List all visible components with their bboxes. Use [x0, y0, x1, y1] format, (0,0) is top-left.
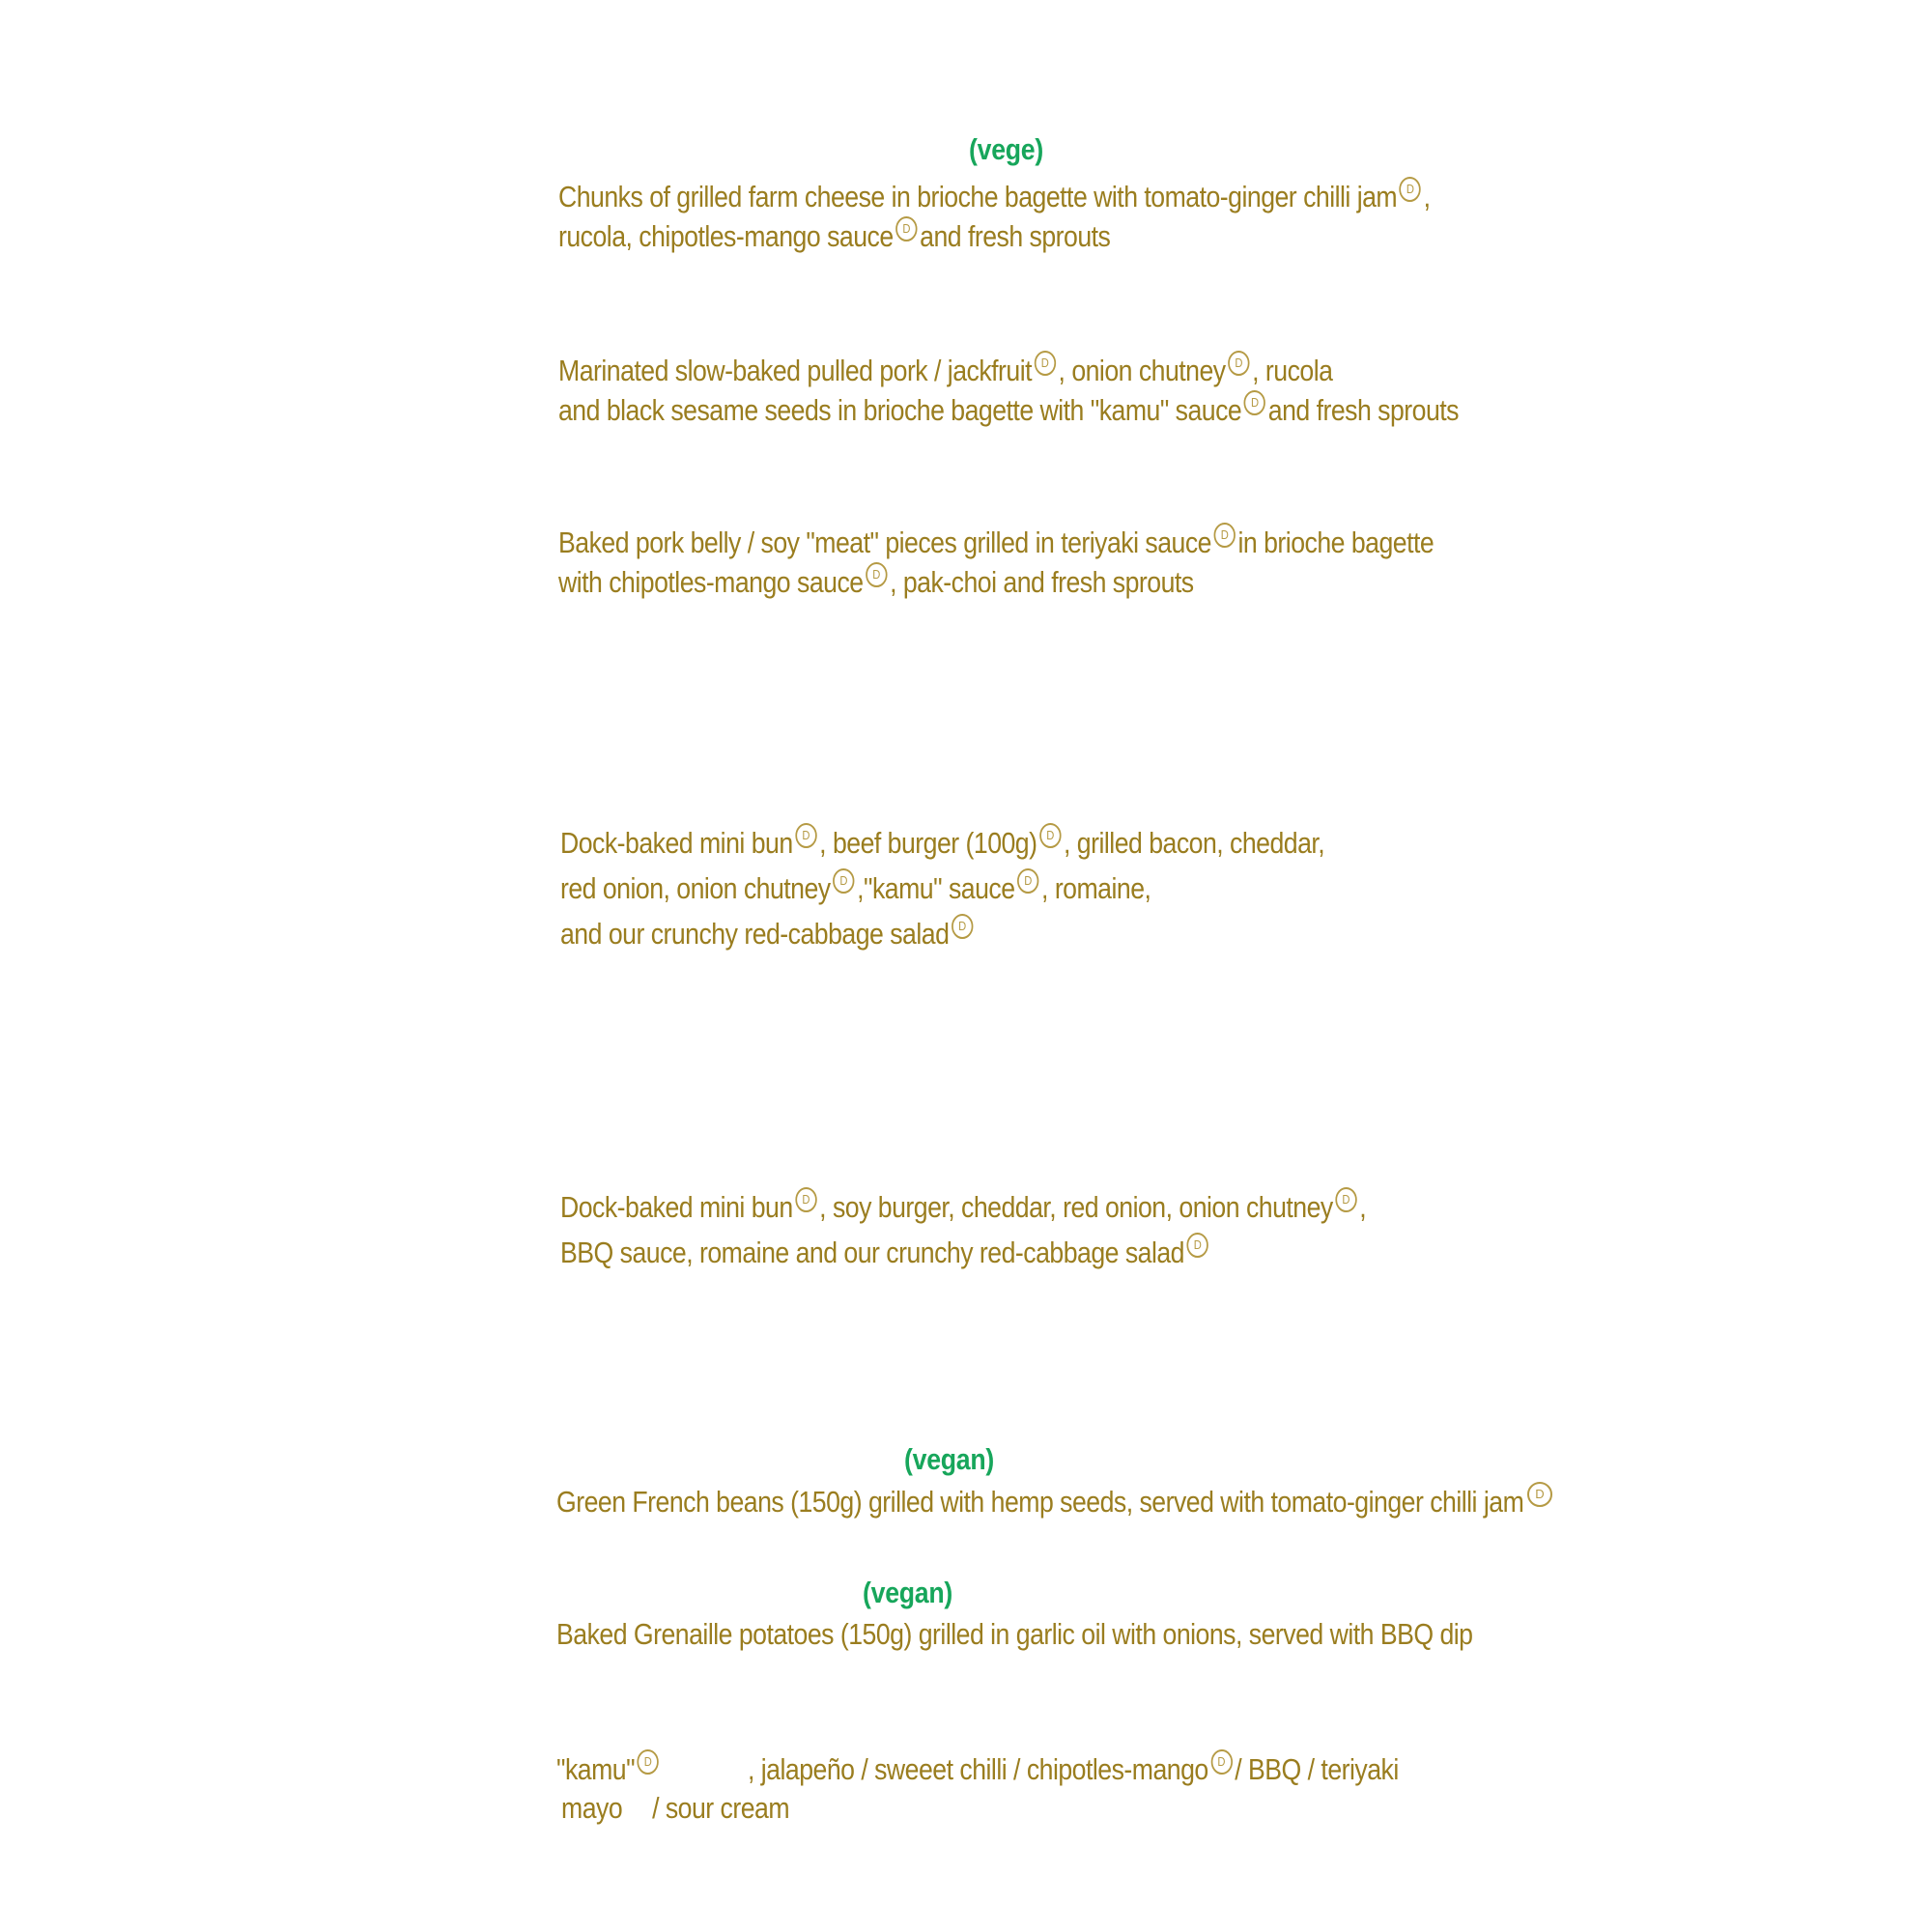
soy-burger-description-line-2: BBQ sauce, romaine and our crunchy red-c… [560, 1233, 1211, 1271]
allergen-icon: D [866, 562, 888, 587]
vegan-tag-beans: (vegan) [904, 1442, 995, 1476]
vegan-tag-potatoes: (vegan) [863, 1576, 953, 1609]
allergen-icon: D [1210, 1749, 1233, 1775]
allergen-icon: D [1527, 1482, 1552, 1507]
allergen-icon: D [895, 216, 918, 242]
allergen-icon: D [795, 1187, 817, 1212]
allergen-icon: D [795, 823, 817, 848]
allergen-icon: D [1039, 823, 1062, 848]
allergen-icon: D [833, 868, 855, 894]
green-beans-description: Green French beans (150g) grilled with h… [556, 1485, 1524, 1519]
potatoes-description: Baked Grenaille potatoes (150g) grilled … [556, 1617, 1473, 1651]
allergen-icon: D [1335, 1187, 1357, 1212]
allergen-icon: D [1186, 1233, 1208, 1258]
allergen-icon: D [1243, 390, 1266, 415]
allergen-icon: D [637, 1749, 659, 1775]
allergen-icon: D [1213, 523, 1236, 548]
pulled-pork-description-line-2: and black sesame seeds in brioche bagett… [558, 390, 1460, 429]
allergen-icon: D [1399, 177, 1422, 202]
cheese-description-line-1: Chunks of grilled farm cheese in brioche… [558, 177, 1431, 215]
pork-belly-description-line-1: Baked pork belly / soy "meat" pieces gri… [558, 523, 1435, 561]
allergen-icon: D [1034, 351, 1056, 376]
vege-tag: (vege) [969, 132, 1043, 166]
allergen-icon: D [1017, 868, 1039, 894]
pulled-pork-description-line-1: Marinated slow-baked pulled pork / jackf… [558, 351, 1333, 389]
sauces-line-1: "kamu"D, jalapeño / sweeet chilli / chip… [556, 1749, 1399, 1788]
allergen-icon: D [1228, 351, 1250, 376]
allergen-icon: D [951, 914, 974, 939]
sauces-line-2: mayo/ sour cream [561, 1791, 790, 1825]
